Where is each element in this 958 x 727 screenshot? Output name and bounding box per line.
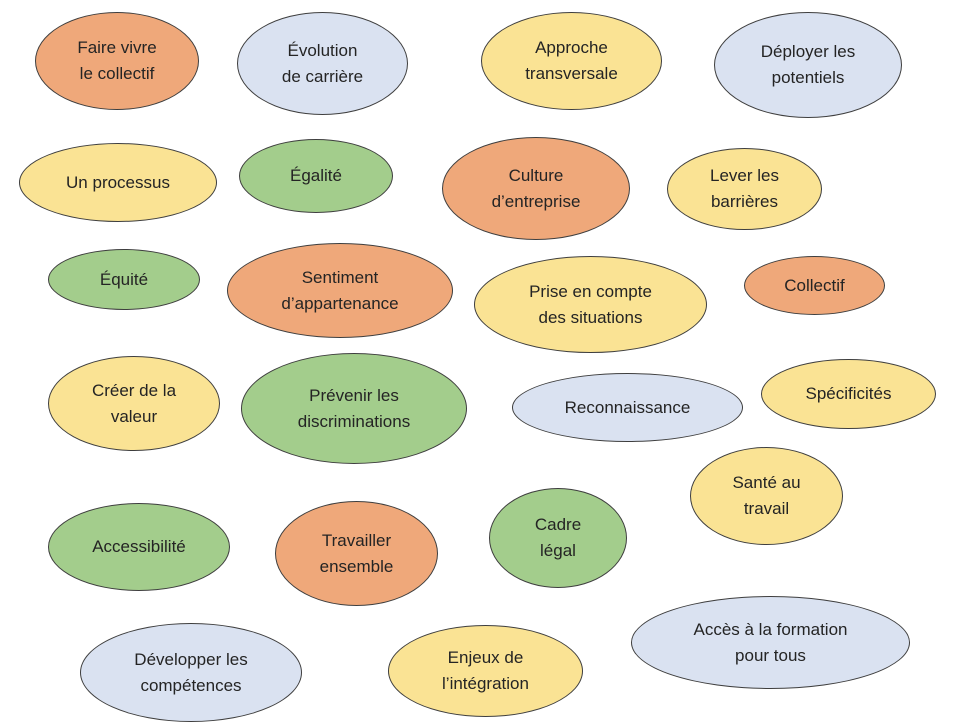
bubble-acces-formation-pour-tous: Accès à la formation pour tous	[631, 596, 910, 689]
bubble-lever-les-barrieres: Lever les barrières	[667, 148, 822, 230]
bubble-label: Équité	[99, 269, 149, 289]
bubble-label: Santé au travail	[732, 473, 801, 518]
bubble-prise-en-compte-situations: Prise en compte des situations	[474, 256, 707, 353]
bubble-label: Un processus	[66, 172, 170, 192]
bubble-collectif: Collectif	[744, 256, 885, 315]
bubble-specificites: Spécificités	[761, 359, 936, 429]
bubble-creer-de-la-valeur: Créer de la valeur	[48, 356, 220, 451]
bubble-sante-au-travail: Santé au travail	[690, 447, 843, 545]
bubble-label: Collectif	[784, 275, 845, 295]
bubble-un-processus: Un processus	[19, 143, 217, 222]
bubble-egalite: Égalité	[239, 139, 393, 213]
bubble-label: Évolution de carrière	[281, 40, 364, 86]
bubble-faire-vivre-le-collectif: Faire vivre le collectif	[35, 12, 199, 110]
bubble-culture-d-entreprise: Culture d’entreprise	[442, 137, 630, 240]
bubble-enjeux-de-l-integration: Enjeux de l’intégration	[388, 625, 583, 717]
bubble-developper-competences: Développer les compétences	[80, 623, 302, 722]
bubble-label: Prévenir les discriminations	[297, 385, 411, 431]
bubble-label: Accessibilité	[92, 537, 186, 556]
bubble-prevenir-discriminations: Prévenir les discriminations	[241, 353, 467, 464]
bubble-label: Culture d’entreprise	[491, 165, 581, 211]
bubble-label: Travailler ensemble	[319, 530, 394, 576]
bubble-deployer-les-potentiels: Déployer les potentiels	[714, 12, 902, 118]
bubble-travailler-ensemble: Travailler ensemble	[275, 501, 438, 606]
bubble-reconnaissance: Reconnaissance	[512, 373, 743, 442]
bubble-label: Faire vivre le collectif	[77, 38, 157, 83]
bubble-sentiment-d-appartenance: Sentiment d’appartenance	[227, 243, 453, 338]
bubble-cadre-legal: Cadre légal	[489, 488, 627, 588]
bubble-label: Spécificités	[805, 384, 892, 403]
bubble-label: Accès à la formation pour tous	[693, 619, 848, 665]
bubble-label: Sentiment d’appartenance	[281, 267, 399, 313]
bubble-evolution-de-carriere: Évolution de carrière	[237, 12, 408, 115]
bubble-accessibilite: Accessibilité	[48, 503, 230, 591]
bubble-label: Développer les compétences	[134, 649, 248, 695]
bubble-label: Créer de la valeur	[91, 380, 177, 426]
bubble-label: Prise en compte des situations	[529, 281, 652, 327]
bubble-label: Égalité	[290, 166, 342, 185]
bubble-label: Reconnaissance	[564, 397, 691, 417]
bubble-equite: Équité	[48, 249, 200, 310]
bubble-label: Déployer les potentiels	[760, 42, 856, 87]
bubble-label: Cadre légal	[534, 515, 582, 560]
bubble-label: Lever les barrières	[710, 166, 779, 211]
bubble-approche-transversale: Approche transversale	[481, 12, 662, 110]
bubble-label: Enjeux de l’intégration	[442, 648, 529, 693]
bubble-label: Approche transversale	[525, 38, 618, 83]
